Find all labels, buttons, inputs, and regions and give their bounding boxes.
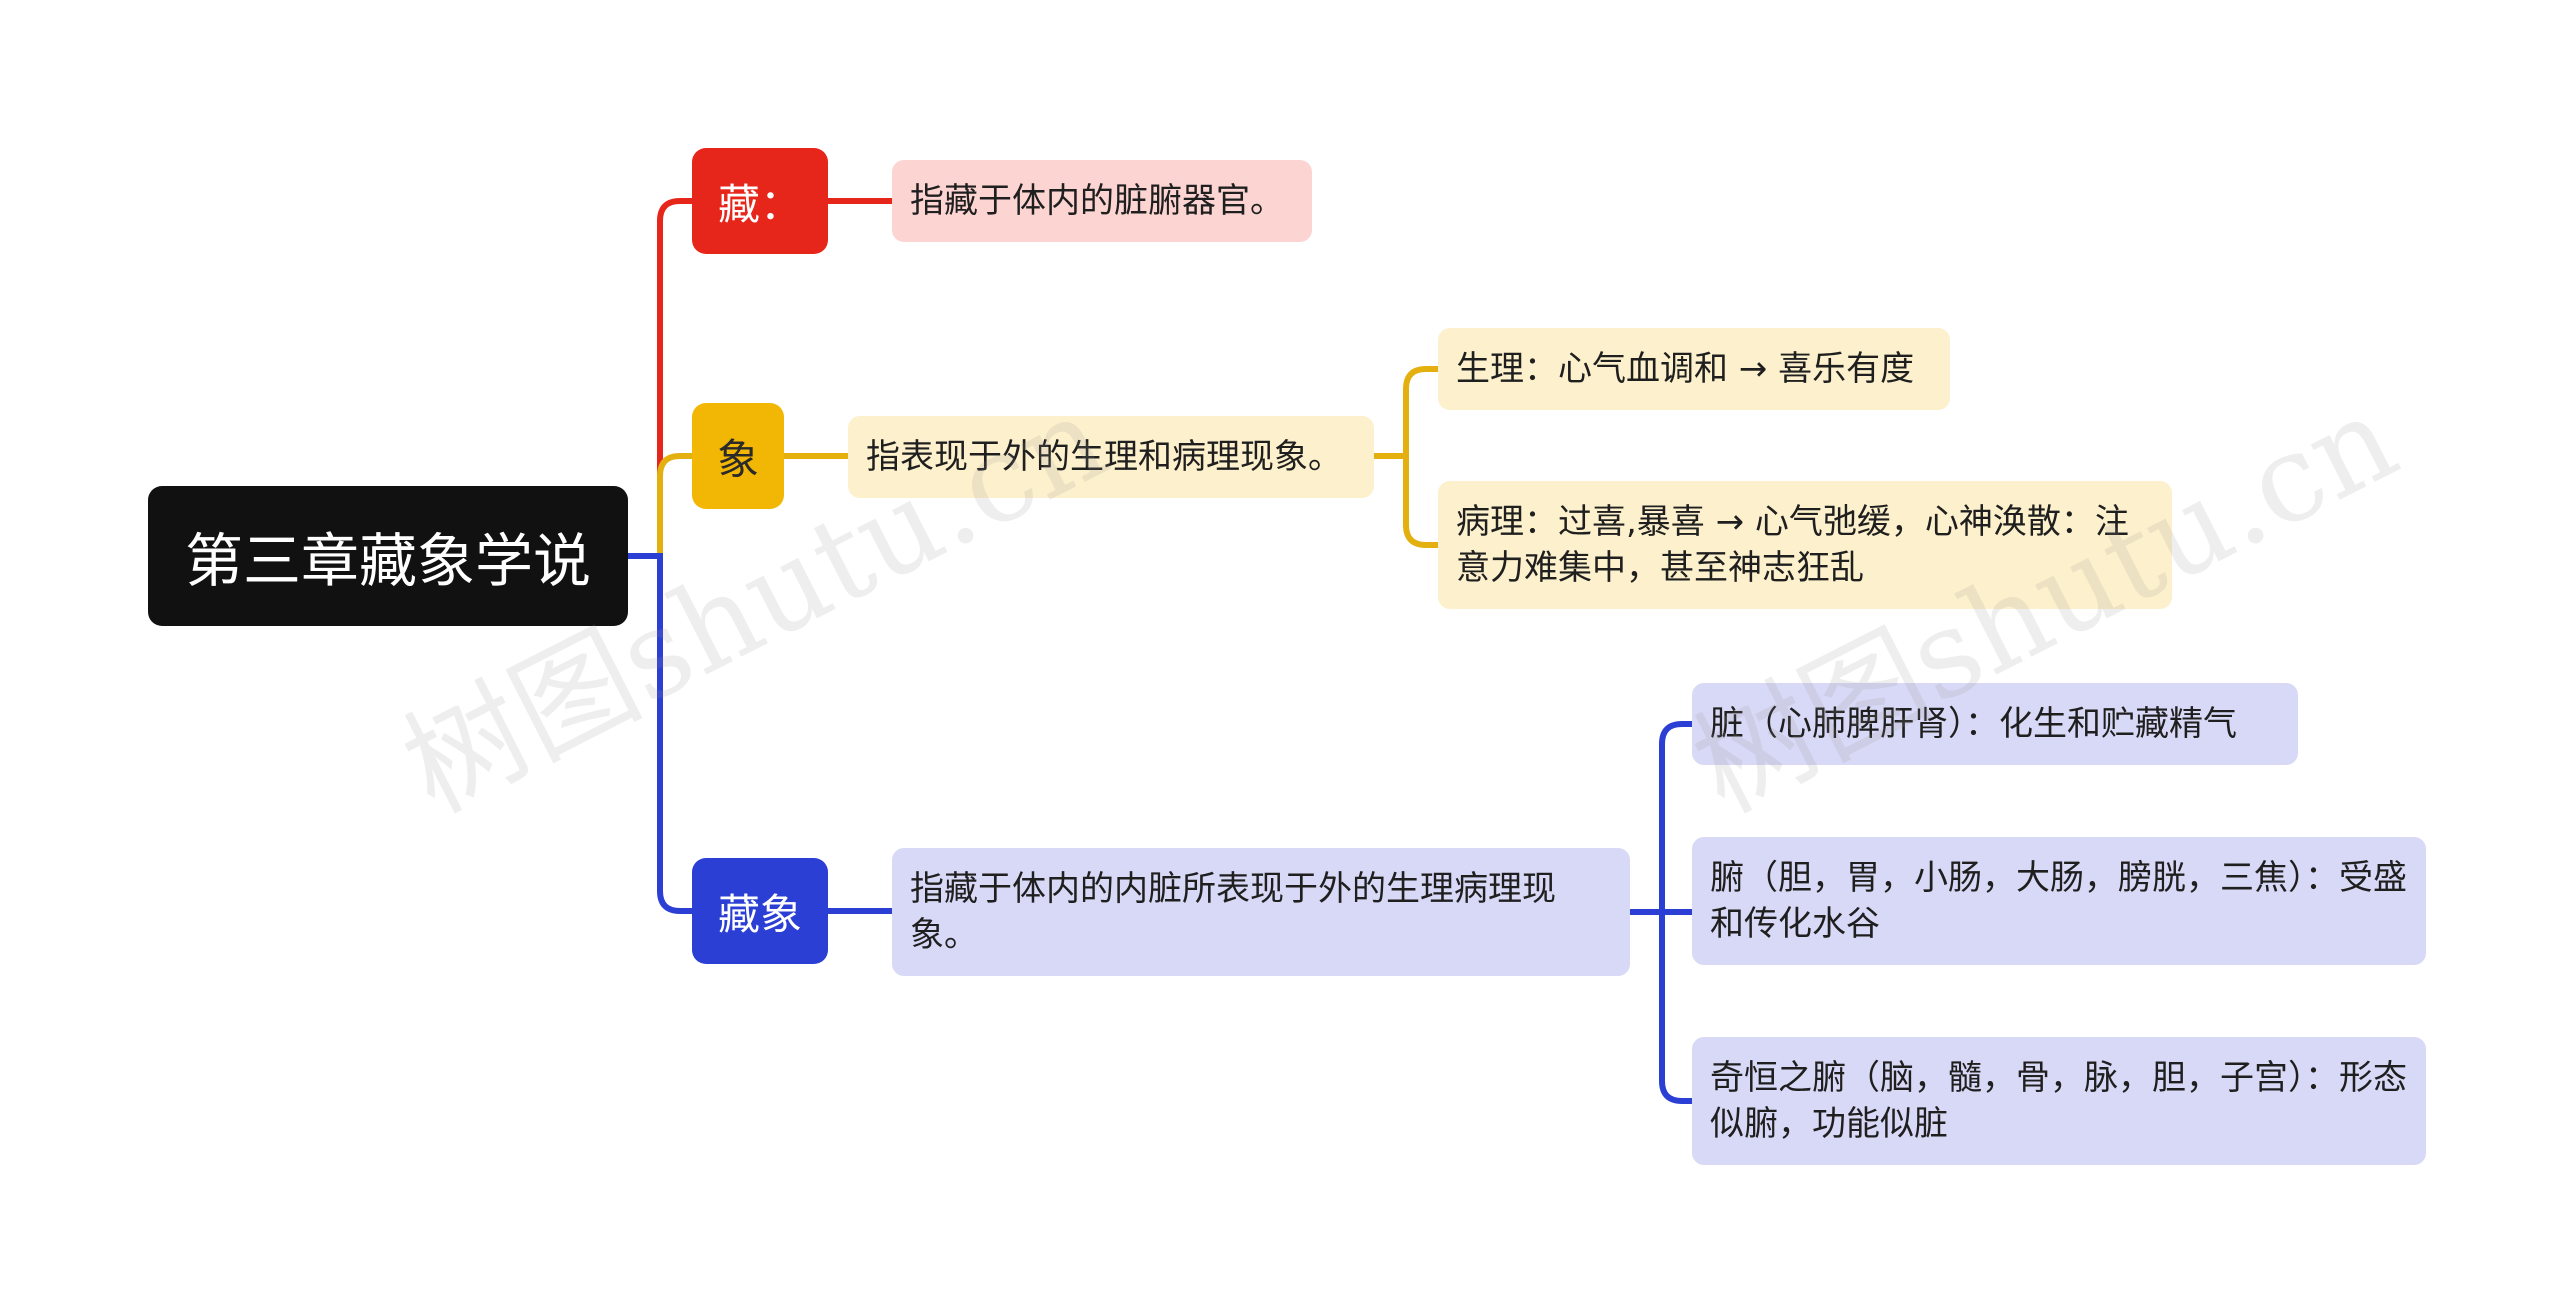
branch-zangxiang[interactable]: 藏象 — [692, 858, 828, 964]
link-root-xiang — [628, 453, 692, 559]
xiang-physiology[interactable]: 生理：心气血调和 → 喜乐有度 — [1438, 328, 1950, 410]
link-xiang-phys — [1374, 366, 1438, 459]
zangxiang-qiheng[interactable]: 奇恒之腑（脑，髓，骨，脉，胆，子宫）：形态似腑，功能似脏 — [1692, 1037, 2426, 1165]
zangxiang-fu[interactable]: 腑（胆，胃，小肠，大肠，膀胱，三焦）：受盛和传化水谷 — [1692, 837, 2426, 965]
branch-zang[interactable]: 藏： — [692, 148, 828, 254]
branch-xiang[interactable]: 象 — [692, 403, 784, 509]
link-root-zangxiang — [628, 553, 692, 914]
link-root-zang — [628, 198, 692, 559]
xiang-pathology[interactable]: 病理：过喜,暴喜 → 心气弛缓，心神涣散：注意力难集中，甚至神志狂乱 — [1438, 481, 2172, 609]
link-zx-zang — [1630, 721, 1692, 915]
root-topic[interactable]: 第三章藏象学说 — [148, 486, 628, 626]
xiang-definition[interactable]: 指表现于外的生理和病理现象。 — [848, 416, 1374, 498]
link-xiang-path — [1374, 453, 1438, 548]
zangxiang-zang[interactable]: 脏（心肺脾肝肾）：化生和贮藏精气 — [1692, 683, 2298, 765]
link-zx-qh — [1630, 909, 1692, 1104]
zangxiang-definition[interactable]: 指藏于体内的内脏所表现于外的生理病理现象。 — [892, 848, 1630, 976]
zang-definition[interactable]: 指藏于体内的脏腑器官。 — [892, 160, 1312, 242]
